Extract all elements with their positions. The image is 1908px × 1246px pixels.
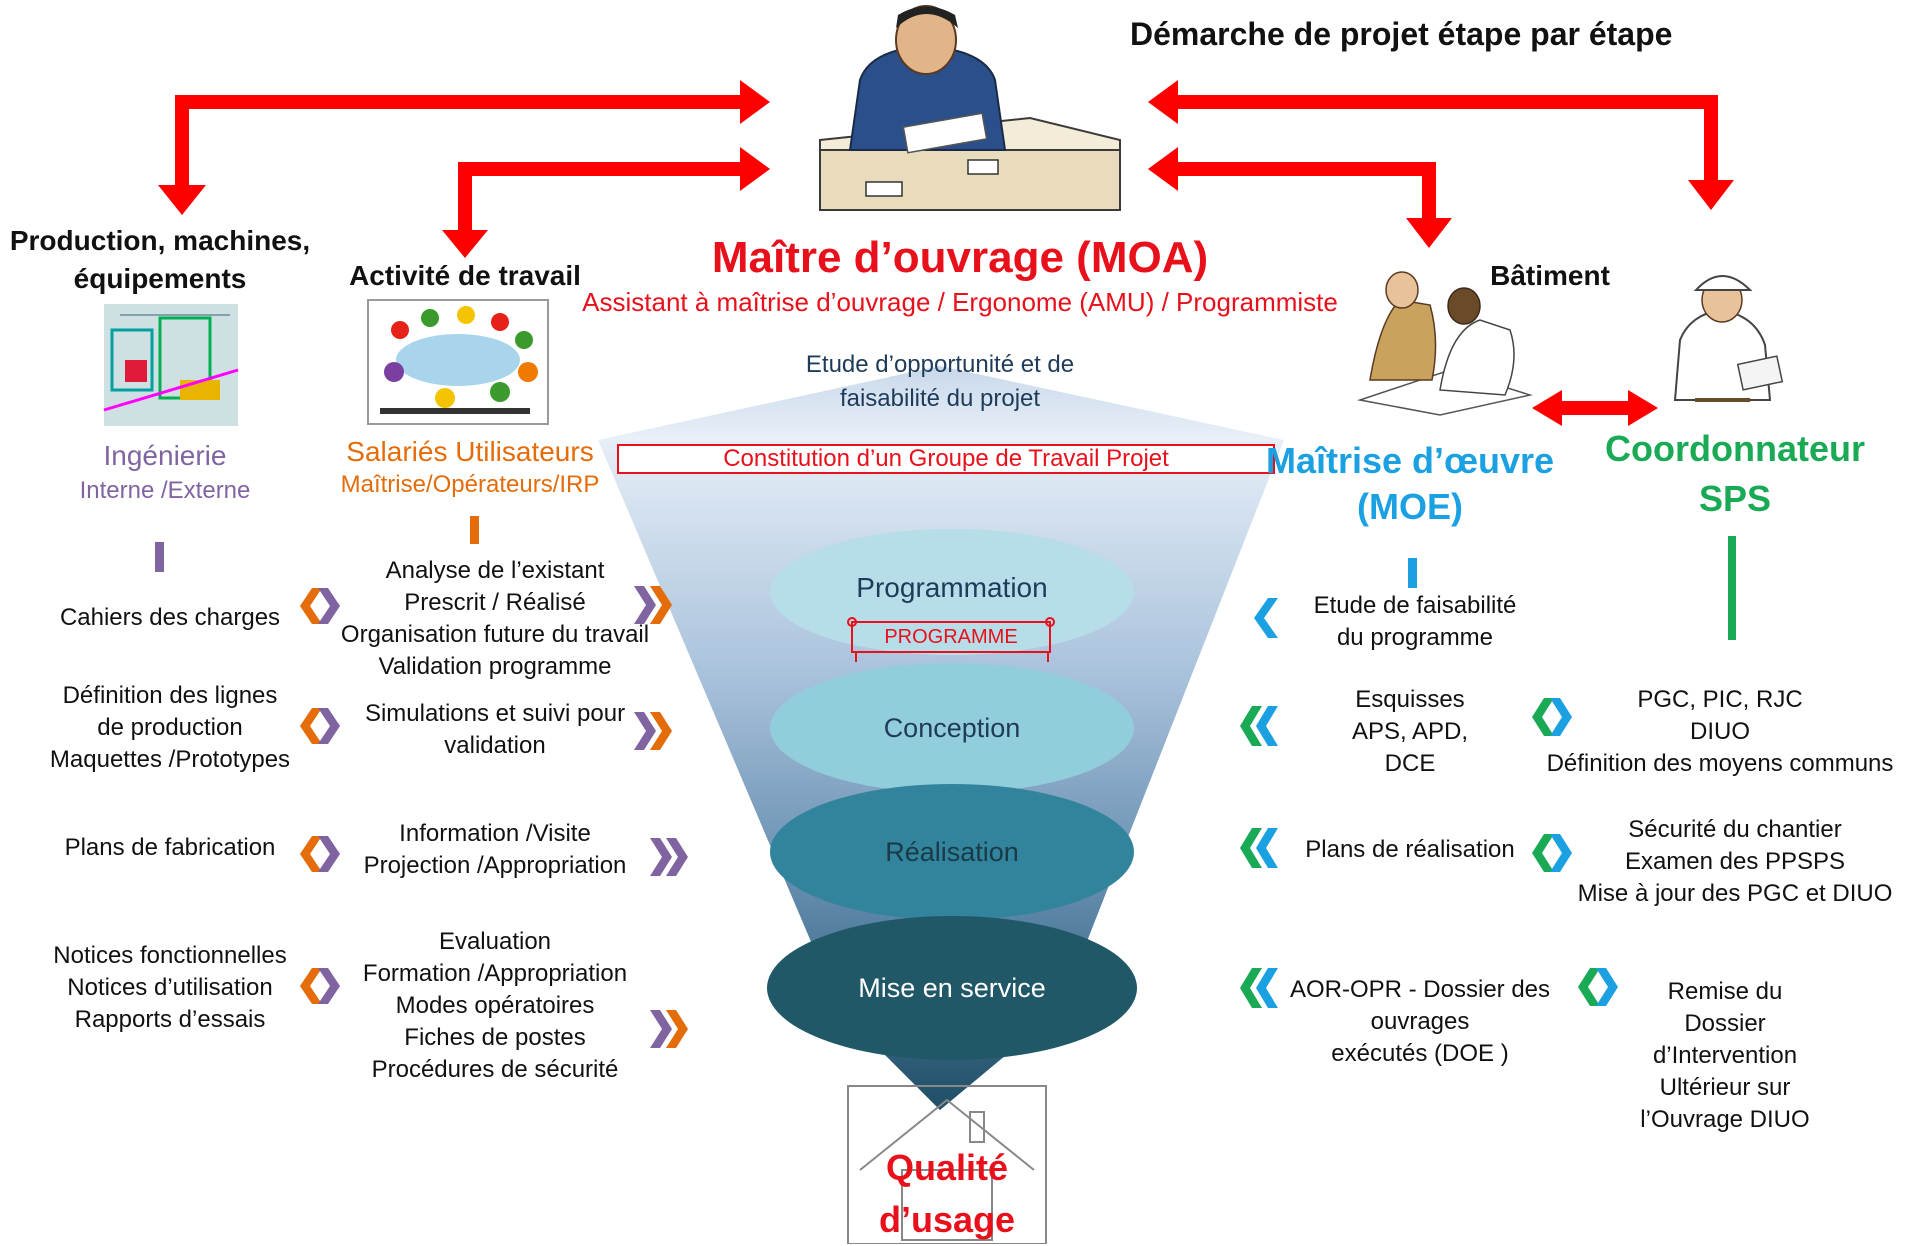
activite-row-1: Analyse de l’existant Prescrit / Réalisé… <box>340 557 650 680</box>
sps-row-3: Sécurité du chantier Examen des PPSPS Mi… <box>1577 816 1893 907</box>
chevron-right-icon <box>650 1010 688 1048</box>
moe-bar <box>1408 558 1417 588</box>
factory-3d-illustration <box>103 304 239 426</box>
arrow-moa-to-moe <box>1148 147 1452 248</box>
chevron-left-icon <box>1254 598 1278 638</box>
double-chevron-icon <box>300 708 340 744</box>
activite-row-3: Information /Visite Projection /Appropri… <box>363 820 627 879</box>
chevron-left-icon <box>1240 706 1278 746</box>
salaries-label: Salariés Utilisateurs <box>346 436 594 467</box>
double-chevron-icon <box>1532 698 1572 736</box>
moe-row-3: Plans de réalisation <box>1305 836 1515 863</box>
activite-row-2: Simulations et suivi pour validation <box>364 700 626 759</box>
production-row-2: Définition des lignes de production Maqu… <box>49 682 291 773</box>
double-chevron-icon <box>1578 968 1618 1006</box>
moa-title: Maître d’ouvrage (MOA) <box>711 233 1209 282</box>
house-outline-icon <box>847 1085 1047 1244</box>
chevron-left-icon <box>1240 968 1278 1008</box>
ingenierie-sublabel: Interne /Externe <box>79 477 251 504</box>
arrow-moe-sps <box>1532 390 1658 426</box>
sps-label: Coordonnateur SPS <box>1605 428 1865 519</box>
sps-row-2: PGC, PIC, RJC DIUO Définition des moyens… <box>1546 686 1894 777</box>
salaries-sublabel: Maîtrise/Opérateurs/IRP <box>340 471 600 498</box>
red-arrows <box>158 80 1734 426</box>
arrow-moa-to-activite <box>442 147 770 258</box>
batiment-header: Bâtiment <box>1490 260 1610 291</box>
manager-at-desk-illustration <box>819 5 1121 211</box>
group-label: Constitution d’un Groupe de Travail Proj… <box>723 445 1169 472</box>
stage-conception-ellipse <box>770 663 1134 793</box>
arrow-moa-to-sps <box>1148 80 1734 210</box>
chevron-right-icon <box>650 838 688 876</box>
double-chevron-icon <box>300 968 340 1004</box>
sps-bar <box>1728 536 1736 640</box>
ingenierie-bar <box>155 542 164 572</box>
team-meeting-illustration <box>367 299 549 425</box>
production-row-1: Cahiers des charges <box>59 604 281 631</box>
chevron-right-icon <box>634 712 672 750</box>
salaries-bar <box>470 516 479 544</box>
chevron-right-icon <box>634 586 672 624</box>
arrow-moa-to-production <box>158 80 770 215</box>
ingenierie-label: Ingénierie <box>103 440 227 471</box>
double-chevron-icon <box>300 588 340 624</box>
page-title: Démarche de projet étape par étape <box>1130 16 1673 52</box>
double-chevron-icon <box>1532 834 1572 872</box>
stage-mise-en-service-ellipse <box>767 916 1137 1060</box>
site-engineer-illustration <box>1673 275 1784 402</box>
stage-mise-en-service: Mise en service <box>858 973 1046 1003</box>
double-chevron-icon <box>300 836 340 872</box>
moe-row-2: Esquisses APS, APD, DCE <box>1351 686 1469 777</box>
production-header: Production, machines, équipements <box>9 225 311 294</box>
stage-programmation: Programmation <box>856 572 1048 603</box>
moa-subtitle: Assistant à maîtrise d’ouvrage / Ergonom… <box>582 287 1338 317</box>
group-label-box <box>617 444 1275 474</box>
architects-illustration <box>1355 271 1533 416</box>
stage-realisation: Réalisation <box>885 837 1019 867</box>
qualite-usage: Qualité d’usage <box>878 1147 1016 1240</box>
stage-conception: Conception <box>883 713 1021 743</box>
activite-header: Activité de travail <box>349 260 581 291</box>
programme-scroll-icon <box>847 617 1055 662</box>
production-row-3: Plans de fabrication <box>64 834 276 861</box>
moe-label: Maîtrise d’œuvre (MOE) <box>1265 440 1555 527</box>
sps-row-4: Remise du Dossier d’Intervention Ultérie… <box>1640 978 1810 1133</box>
funnel-top-text: Etude d’opportunité et de faisabilité du… <box>805 351 1075 412</box>
stage-programmation-ellipse <box>770 529 1134 655</box>
funnel-top <box>598 366 1284 440</box>
chevron-left-icon <box>1240 828 1278 868</box>
moe-row-4: AOR-OPR - Dossier des ouvrages exécutés … <box>1289 976 1551 1067</box>
stage-realisation-ellipse <box>770 784 1134 920</box>
moe-row-1: Etude de faisabilité du programme <box>1313 592 1517 651</box>
activite-row-4: Evaluation Formation /Appropriation Mode… <box>362 928 628 1083</box>
production-row-4: Notices fonctionnelles Notices d’utilisa… <box>53 942 287 1033</box>
project-funnel <box>598 366 1284 1110</box>
programme-scroll-label: PROGRAMME <box>884 626 1018 648</box>
